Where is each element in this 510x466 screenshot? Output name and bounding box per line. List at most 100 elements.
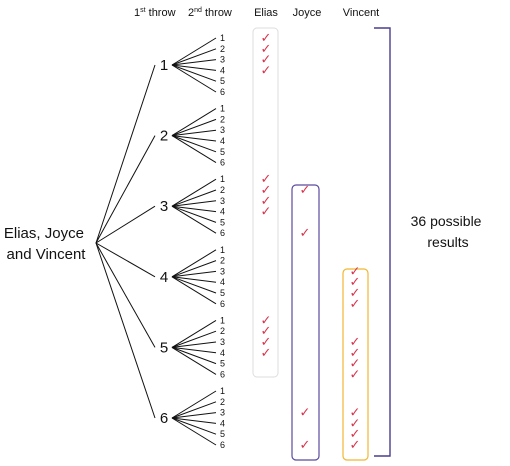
second-throw-label: 6 xyxy=(220,228,225,238)
second-throw-label: 2 xyxy=(220,114,225,124)
second-throw-label: 1 xyxy=(220,174,225,184)
check-mark-elias: ✓ xyxy=(261,42,272,57)
leaf-branch xyxy=(171,129,217,137)
second-throw-label: 6 xyxy=(220,87,225,97)
leaf-branch xyxy=(171,118,217,137)
second-throw-label: 5 xyxy=(220,359,225,369)
second-throw-label: 5 xyxy=(220,217,225,227)
check-mark-elias: ✓ xyxy=(261,194,272,209)
root-branch xyxy=(95,135,156,244)
header-second-throw: 2nd throw xyxy=(188,7,232,19)
first-throw-label: 3 xyxy=(160,198,168,215)
leaf-branch xyxy=(171,249,217,278)
check-mark-elias: ✓ xyxy=(261,205,272,220)
results-bracket xyxy=(374,27,391,457)
leaf-branch xyxy=(171,189,217,207)
leaf-branch xyxy=(171,48,217,66)
second-throw-label: 1 xyxy=(220,33,225,43)
check-mark-vincent: ✓ xyxy=(350,427,361,442)
leaf-branch xyxy=(171,200,217,207)
check-mark-elias: ✓ xyxy=(261,335,272,350)
check-mark-vincent: ✓ xyxy=(350,367,361,382)
leaf-branch xyxy=(171,205,217,223)
elias-box xyxy=(252,27,279,378)
check-mark-joyce: ✓ xyxy=(300,226,311,241)
second-throw-label: 3 xyxy=(220,125,225,135)
leaf-branch xyxy=(171,417,217,446)
check-mark-vincent: ✓ xyxy=(350,335,361,350)
leaf-branch xyxy=(171,341,217,348)
leaf-branch xyxy=(171,412,217,419)
leaf-branch xyxy=(171,64,217,93)
check-mark-vincent: ✓ xyxy=(350,416,361,431)
check-mark-vincent: ✓ xyxy=(350,264,361,279)
leaf-branch xyxy=(171,417,217,424)
leaf-branch xyxy=(171,276,217,305)
second-throw-label: 5 xyxy=(220,76,225,86)
leaf-branch xyxy=(171,346,217,375)
second-throw-label: 2 xyxy=(220,185,225,195)
leaf-branch xyxy=(171,37,217,66)
second-throw-label: 3 xyxy=(220,266,225,276)
leaf-branch xyxy=(171,346,217,365)
leaf-branch xyxy=(171,64,217,71)
second-throw-label: 3 xyxy=(220,55,225,65)
root-branch xyxy=(95,242,156,348)
second-throw-label: 4 xyxy=(220,207,225,217)
check-mark-elias: ✓ xyxy=(261,53,272,68)
second-throw-label: 1 xyxy=(220,104,225,114)
second-throw-label: 6 xyxy=(220,299,225,309)
leaf-branch xyxy=(171,135,217,164)
first-throw-label: 2 xyxy=(160,128,168,145)
second-throw-label: 5 xyxy=(220,429,225,439)
header-joyce: Joyce xyxy=(293,7,322,19)
leaf-branch xyxy=(171,330,217,348)
second-throw-label: 1 xyxy=(220,245,225,255)
second-throw-label: 5 xyxy=(220,288,225,298)
result-label: 36 possible results xyxy=(411,213,486,250)
check-mark-vincent: ✓ xyxy=(350,275,361,290)
check-mark-elias: ✓ xyxy=(261,63,272,78)
second-throw-label: 3 xyxy=(220,337,225,347)
first-throw-label: 5 xyxy=(160,339,168,356)
leaf-branch xyxy=(171,319,217,348)
leaf-branch xyxy=(171,401,217,419)
check-mark-elias: ✓ xyxy=(261,346,272,361)
second-throw-label: 4 xyxy=(220,277,225,287)
check-mark-elias: ✓ xyxy=(261,324,272,339)
header-vincent: Vincent xyxy=(343,7,380,19)
leaf-branch xyxy=(171,108,217,137)
second-throw-label: 2 xyxy=(220,44,225,54)
second-throw-label: 3 xyxy=(220,196,225,206)
leaf-branch xyxy=(171,276,217,283)
second-throw-label: 6 xyxy=(220,158,225,168)
second-throw-label: 2 xyxy=(220,256,225,266)
leaf-branch xyxy=(171,135,217,142)
leaf-branch xyxy=(171,135,217,153)
second-throw-label: 1 xyxy=(220,386,225,396)
check-mark-joyce: ✓ xyxy=(300,406,311,421)
second-throw-label: 2 xyxy=(220,326,225,336)
header-elias: Elias xyxy=(254,7,278,19)
header-first-throw: 1st throw xyxy=(134,7,176,19)
leaf-branch xyxy=(171,270,217,278)
leaf-branch xyxy=(171,417,217,435)
second-throw-label: 1 xyxy=(220,315,225,325)
second-throw-label: 6 xyxy=(220,440,225,450)
check-mark-elias: ✓ xyxy=(261,31,272,46)
check-mark-joyce: ✓ xyxy=(300,438,311,453)
leaf-branch xyxy=(171,59,217,66)
first-throw-label: 1 xyxy=(160,57,168,74)
second-throw-label: 3 xyxy=(220,408,225,418)
leaf-branch xyxy=(171,64,217,82)
joyce-box xyxy=(291,184,320,461)
first-throw-label: 6 xyxy=(160,410,168,427)
check-mark-elias: ✓ xyxy=(261,172,272,187)
check-mark-vincent: ✓ xyxy=(350,406,361,421)
second-throw-label: 4 xyxy=(220,418,225,428)
vincent-box xyxy=(342,268,369,461)
second-throw-label: 4 xyxy=(220,136,225,146)
check-mark-joyce: ✓ xyxy=(300,183,311,198)
leaf-branch xyxy=(171,390,217,419)
